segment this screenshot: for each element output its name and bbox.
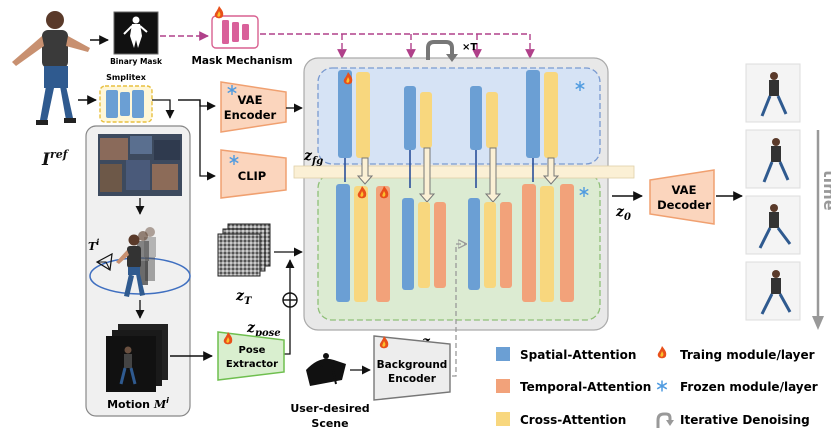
smplitex-block xyxy=(99,85,153,123)
arrow-smplitex-down xyxy=(152,99,175,119)
flame-icon xyxy=(379,336,389,349)
output-frames xyxy=(745,63,801,321)
legend-frozen-label: Frozen module/layer xyxy=(680,380,818,394)
snowflake-icon xyxy=(227,85,237,95)
fg-bg-connections xyxy=(344,150,534,188)
add-operator xyxy=(282,292,298,308)
reference-person-image xyxy=(12,11,90,125)
time-label: time xyxy=(820,170,831,211)
binary-mask-label: Binary Mask xyxy=(110,57,163,66)
motion-frames xyxy=(106,324,168,392)
flame-icon xyxy=(223,332,233,345)
user-scene-label-2: Scene xyxy=(311,417,348,430)
clip-label: CLIP xyxy=(238,169,266,183)
user-scene-label-1: User-desired xyxy=(290,402,369,415)
mask-mechanism-label: Mask Mechanism xyxy=(191,55,292,67)
pose-extractor-label-2: Extractor xyxy=(226,359,278,370)
vae-encoder-label-1: VAE xyxy=(238,93,263,107)
t-i-label: Ti xyxy=(88,237,99,253)
flame-icon xyxy=(214,6,224,19)
snowflake-icon xyxy=(656,380,668,392)
z-fg-label: zfg xyxy=(303,148,323,167)
snowflake-icon xyxy=(229,155,239,165)
vae-encoder-label-2: Encoder xyxy=(224,108,277,122)
legend-cross-label: Cross-Attention xyxy=(520,413,626,427)
avatar-render xyxy=(89,227,191,297)
vae-decoder-block xyxy=(649,169,715,225)
iterative-denoising-icon xyxy=(426,40,458,62)
iteration-count-label: ×T xyxy=(462,42,477,53)
snowflake-icon xyxy=(579,187,589,197)
smplitex-label: Smplitex xyxy=(106,73,147,82)
mask-mechanism-block xyxy=(211,15,259,49)
flame-icon xyxy=(379,186,389,199)
legend-spatial-swatch xyxy=(496,347,510,361)
arrow-to-vae-encoder xyxy=(178,99,216,111)
binary-mask-image xyxy=(113,11,159,55)
flame-icon xyxy=(343,72,353,85)
pose-extractor-block xyxy=(217,331,285,381)
legend-iterative-label: Iterative Denoising xyxy=(680,413,810,427)
iterative-denoising-icon xyxy=(656,412,674,428)
user-scene-image xyxy=(306,353,346,386)
vae-encoder-block xyxy=(220,81,287,133)
camera-icon xyxy=(95,252,113,271)
i-ref-label: Iref xyxy=(41,148,70,170)
legend-temporal-swatch xyxy=(496,379,510,393)
bg-attention-layers xyxy=(336,184,574,302)
noise-latent-stack xyxy=(217,223,271,277)
legend-cross-swatch xyxy=(496,412,510,426)
fg-attention-layers xyxy=(338,70,558,158)
z-0-label: z0 xyxy=(615,204,631,223)
background-encoder-label-1: Background xyxy=(377,359,448,371)
z-t-label: zT xyxy=(235,288,253,307)
background-encoder-label-2: Encoder xyxy=(388,373,437,385)
uv-texture-map xyxy=(98,134,182,196)
legend-spatial-label: Spatial-Attention xyxy=(520,348,636,362)
snowflake-icon xyxy=(575,81,585,91)
z-pose-label: zpose xyxy=(246,320,281,339)
z-bg-dashed-arrow xyxy=(452,244,466,377)
vae-decoder-label-1: VAE xyxy=(672,183,697,197)
arrow-to-clip xyxy=(178,99,216,181)
flame-icon xyxy=(357,186,367,199)
line-pose-to-plus xyxy=(284,307,291,355)
pose-extractor-label-1: Pose xyxy=(239,345,266,356)
legend-temporal-label: Temporal-Attention xyxy=(520,380,651,394)
background-encoder-block xyxy=(373,335,451,401)
legend-training-label: Traing module/layer xyxy=(680,348,815,362)
cross-attention-arrows xyxy=(356,147,560,203)
flame-icon xyxy=(657,346,667,359)
vae-decoder-label-2: Decoder xyxy=(657,198,711,212)
